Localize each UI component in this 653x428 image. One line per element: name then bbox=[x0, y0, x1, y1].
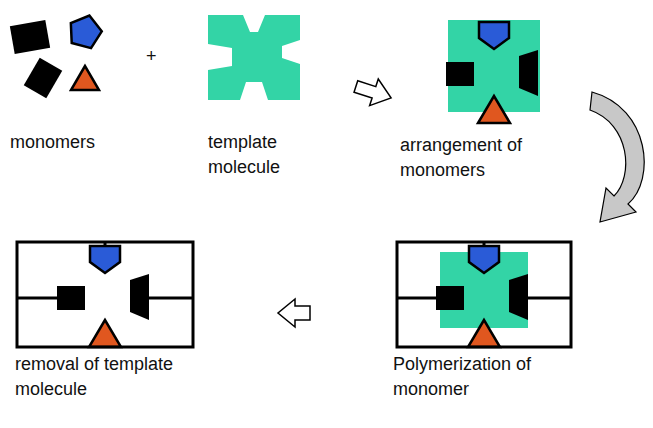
polymer-frame-empty bbox=[17, 242, 193, 347]
monomer-rect bbox=[24, 58, 63, 99]
arrangement-figure bbox=[446, 20, 540, 123]
stage-caption: template molecule bbox=[208, 130, 308, 180]
monomer-pentagon bbox=[66, 11, 105, 49]
template-shape bbox=[208, 15, 300, 100]
monomer-square bbox=[10, 20, 50, 54]
step-arrow bbox=[278, 299, 310, 327]
monomer-triangle bbox=[71, 66, 99, 90]
stage-caption: Polymerization of monomer bbox=[393, 352, 568, 402]
stage-caption: arrangement of monomers bbox=[400, 133, 550, 183]
step-arrow bbox=[352, 73, 396, 111]
stage-caption: monomers bbox=[10, 130, 130, 155]
curved-arrow bbox=[590, 92, 644, 222]
stage-caption: removal of template molecule bbox=[15, 352, 195, 402]
polymer-frame-with-template bbox=[397, 242, 571, 347]
plus-sign: + bbox=[146, 44, 176, 69]
